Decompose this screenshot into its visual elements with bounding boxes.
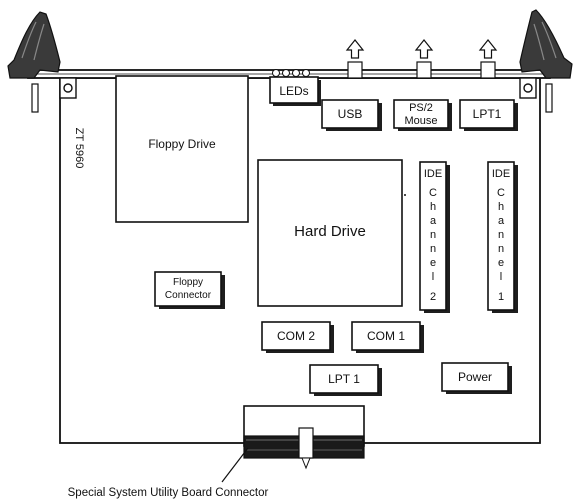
hard-drive: Hard Drive bbox=[257, 159, 403, 307]
ide1-char: e bbox=[498, 257, 504, 269]
ide2-char: IDE bbox=[424, 168, 442, 180]
right-mount-bracket bbox=[519, 77, 537, 99]
right-ejector-handle bbox=[519, 9, 573, 113]
floppy-connector: Floppy Connector bbox=[154, 271, 225, 309]
ide2-char: n bbox=[430, 229, 436, 241]
ps2-label-line1: PS/2 bbox=[409, 102, 433, 114]
ide2-char: 2 bbox=[430, 291, 436, 303]
ide2-char: n bbox=[430, 243, 436, 255]
utility-board-connector bbox=[243, 405, 365, 470]
lpt1-arrow-icon bbox=[478, 39, 498, 59]
ide1-char: l bbox=[500, 271, 502, 283]
ide-channel-2: IDE C h a n n e l 2 bbox=[419, 161, 450, 313]
ide1-char: n bbox=[498, 229, 504, 241]
ide2-char: h bbox=[430, 201, 436, 213]
left-ejector-handle bbox=[7, 11, 61, 113]
com2-port: COM 2 bbox=[261, 321, 334, 353]
leds-label: LEDs bbox=[279, 84, 308, 98]
model-label: ZT 5960 bbox=[73, 128, 85, 169]
lpt1-port-top: LPT1 bbox=[459, 39, 518, 131]
ide1-char: n bbox=[498, 243, 504, 255]
ps2-label-line2: Mouse bbox=[404, 115, 437, 127]
floppy-drive-label: Floppy Drive bbox=[148, 137, 216, 151]
leds-block: LEDs bbox=[269, 69, 321, 106]
ide2-char: a bbox=[430, 215, 437, 227]
ps2-mouse-port: PS/2 Mouse bbox=[393, 39, 452, 131]
ide1-char: a bbox=[498, 215, 505, 227]
floppy-drive: Floppy Drive bbox=[115, 75, 249, 223]
ide1-char: IDE bbox=[492, 168, 510, 180]
ide2-char: l bbox=[432, 271, 434, 283]
com2-label: COM 2 bbox=[277, 329, 315, 343]
ide1-char: 1 bbox=[498, 291, 504, 303]
floppy-connector-line2: Connector bbox=[165, 290, 212, 301]
left-mount-bracket bbox=[59, 77, 77, 99]
usb-port: USB bbox=[321, 39, 382, 131]
lpt1-bottom-label: LPT 1 bbox=[328, 372, 360, 386]
usb-label: USB bbox=[338, 107, 363, 121]
caption: Special System Utility Board Connector bbox=[68, 487, 269, 499]
lpt1-top-label: LPT1 bbox=[473, 107, 502, 121]
ide2-char: C bbox=[429, 187, 437, 199]
ide1-char: C bbox=[497, 187, 505, 199]
com1-port: COM 1 bbox=[351, 321, 424, 353]
com1-label: COM 1 bbox=[367, 329, 405, 343]
ps2-arrow-icon bbox=[414, 39, 434, 59]
caption-leader-line bbox=[221, 447, 249, 483]
floppy-connector-line1: Floppy bbox=[173, 277, 203, 288]
hard-drive-label: Hard Drive bbox=[294, 223, 366, 240]
lpt1-port-bottom: LPT 1 bbox=[309, 364, 382, 396]
ide2-char: e bbox=[430, 257, 436, 269]
power-connector: Power bbox=[441, 362, 512, 394]
usb-arrow-icon bbox=[345, 39, 365, 59]
ide-channel-1: IDE C h a n n e l 1 bbox=[487, 161, 518, 313]
power-label: Power bbox=[458, 370, 492, 384]
ide1-char: h bbox=[498, 201, 504, 213]
